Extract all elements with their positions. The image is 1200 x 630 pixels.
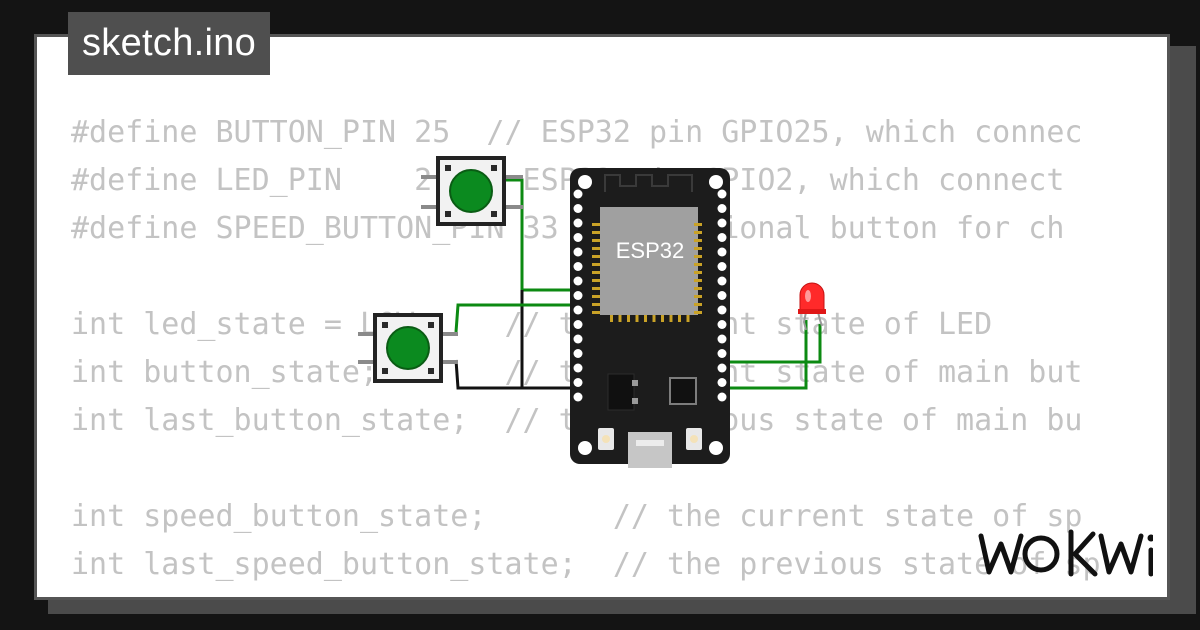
wires	[454, 178, 822, 390]
file-tab[interactable]: sketch.ino	[68, 12, 271, 75]
header-pin[interactable]	[717, 262, 727, 271]
header-pin[interactable]	[573, 349, 583, 358]
header-pin[interactable]	[717, 218, 727, 228]
header-pin[interactable]	[573, 334, 583, 344]
code-line: #define BUTTON_PIN 25 // ESP32 pin GPIO2…	[71, 115, 1083, 150]
header-pin[interactable]	[573, 262, 583, 271]
code-line: int speed_button_state; // the current s…	[71, 499, 1083, 534]
header-pin[interactable]	[717, 233, 727, 242]
board-label: ESP32	[616, 238, 685, 263]
header-pin[interactable]	[573, 247, 583, 257]
esp32-board[interactable]: ESP32	[570, 168, 730, 468]
header-pin[interactable]	[717, 363, 727, 373]
header-pin[interactable]	[717, 305, 727, 315]
module-pads	[592, 223, 702, 322]
header-pin[interactable]	[717, 247, 727, 257]
wroom-module	[600, 207, 698, 315]
header-pin[interactable]	[717, 334, 727, 344]
header-pin[interactable]	[717, 320, 727, 329]
wire-led-anode	[722, 324, 822, 364]
code-line: unsigned long lastSpeedChangeTime = 0; /…	[71, 589, 1133, 597]
pushbutton-main[interactable]	[421, 156, 523, 226]
wire-button2-signal	[454, 303, 582, 333]
header-pin[interactable]	[573, 189, 583, 199]
header-pin[interactable]	[717, 291, 727, 300]
header-pin[interactable]	[717, 204, 727, 213]
header-pin[interactable]	[717, 276, 727, 286]
header-pin[interactable]	[717, 189, 727, 199]
header-pin[interactable]	[573, 392, 583, 402]
header-pin[interactable]	[573, 276, 583, 286]
header-pin[interactable]	[717, 392, 727, 402]
header-pin[interactable]	[573, 204, 583, 213]
led-red[interactable]	[798, 282, 826, 331]
header-pin[interactable]	[573, 233, 583, 242]
button-cap	[449, 169, 493, 213]
wire-button2-ground	[454, 359, 582, 390]
header-pin[interactable]	[717, 378, 727, 387]
wire-button1-signal	[504, 178, 582, 292]
header-pin[interactable]	[573, 378, 583, 387]
wokwi-logo	[978, 529, 1153, 577]
header-pin[interactable]	[573, 363, 583, 373]
pushbutton-speed[interactable]	[358, 313, 458, 383]
header-pin[interactable]	[573, 291, 583, 300]
pin-headers	[573, 189, 727, 402]
wire-led-cathode	[722, 320, 808, 390]
button-cap	[386, 326, 430, 370]
header-pin[interactable]	[573, 218, 583, 228]
header-pin[interactable]	[573, 320, 583, 329]
code-line: int led_state = LOW; // the current stat…	[71, 307, 993, 342]
header-pin[interactable]	[717, 349, 727, 358]
header-pin[interactable]	[573, 305, 583, 315]
